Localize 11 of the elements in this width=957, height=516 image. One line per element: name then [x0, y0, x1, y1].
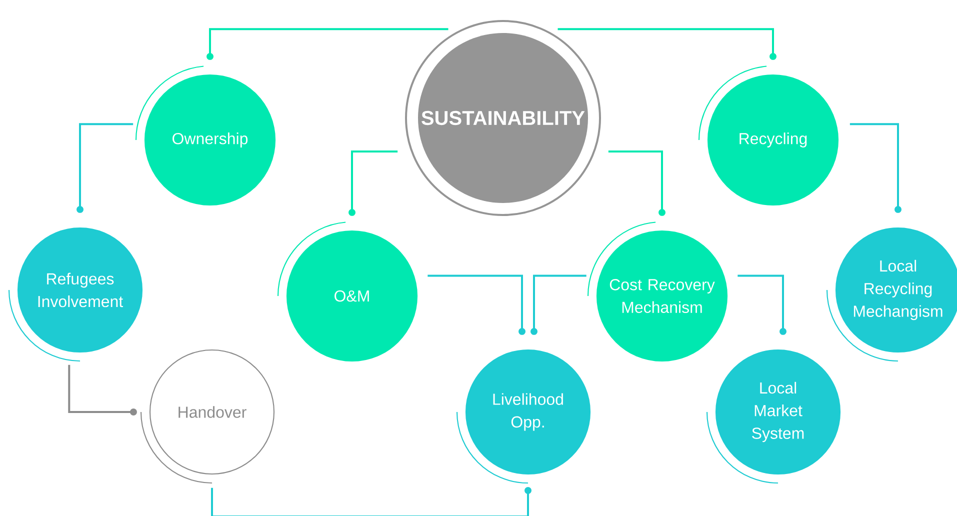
connector: [76, 123, 134, 213]
connector: [850, 123, 902, 213]
connector: [428, 274, 526, 335]
connector: [348, 150, 398, 216]
connector: [608, 150, 666, 216]
connector: [530, 274, 586, 335]
connector: [211, 487, 532, 516]
connector: [738, 274, 786, 335]
connector: [68, 364, 137, 416]
connector: [206, 28, 448, 60]
connector: [558, 28, 776, 60]
